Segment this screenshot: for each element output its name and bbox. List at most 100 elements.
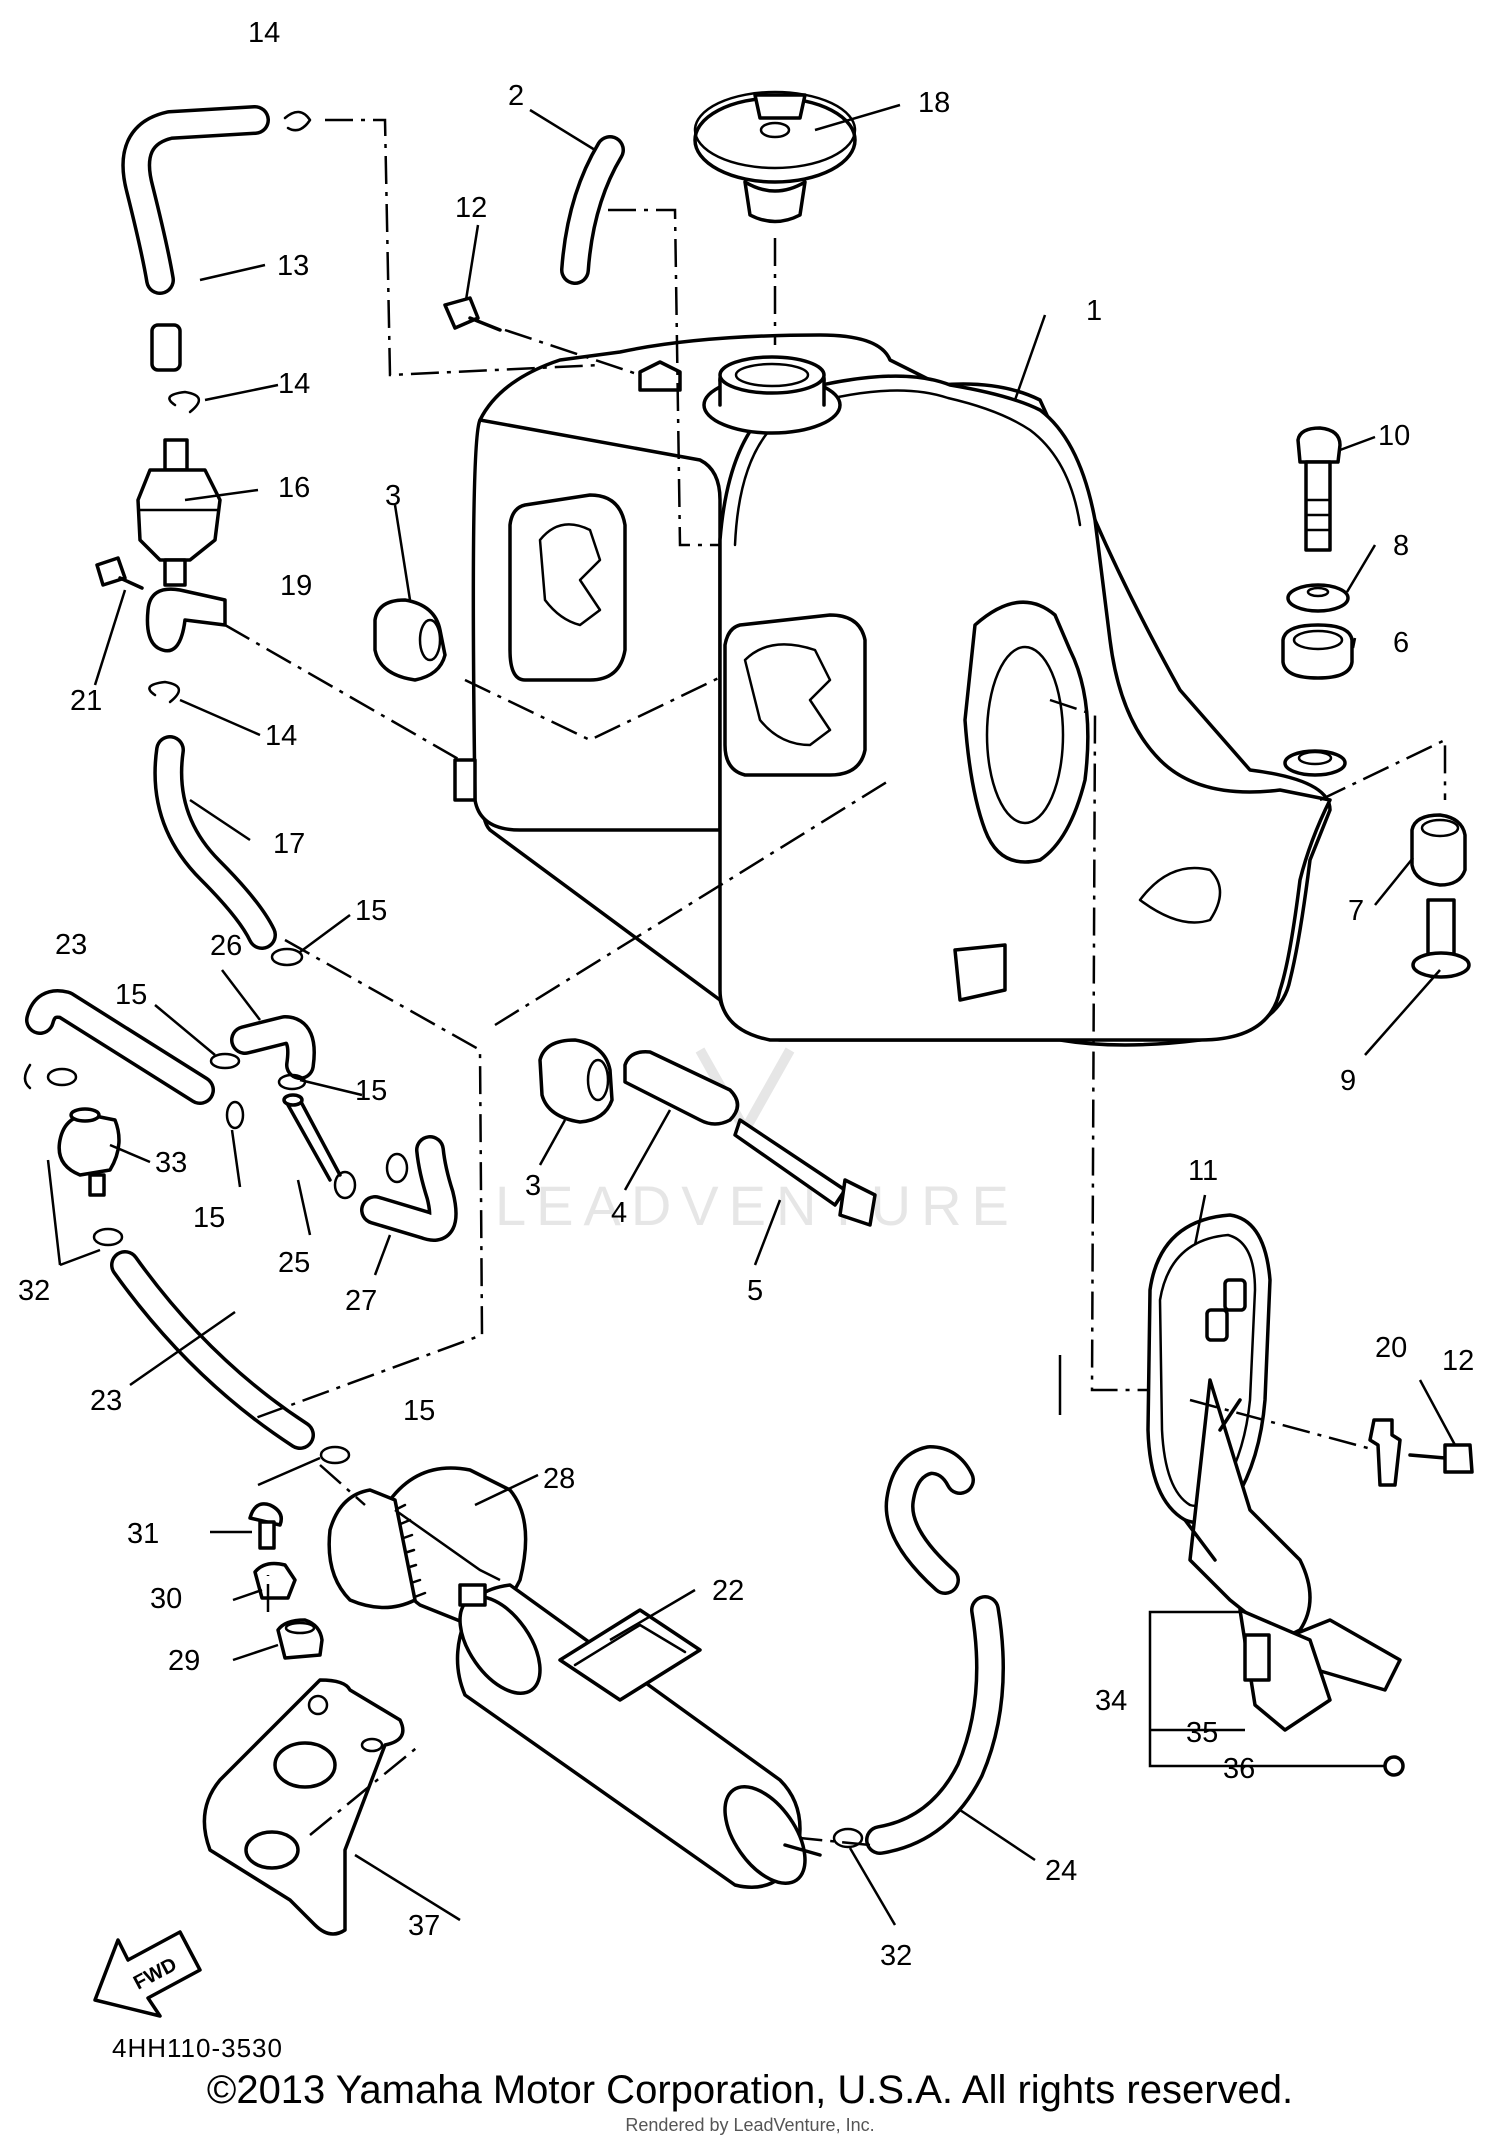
bolt-12-top	[443, 296, 502, 332]
callout-32-left: 32	[18, 1275, 50, 1307]
callout-29: 29	[168, 1645, 200, 1677]
watermark-text: LEADVENTURE	[495, 1174, 1019, 1237]
hose-23-upper	[25, 989, 215, 1105]
hose-24	[865, 1445, 1005, 1855]
callout-10: 10	[1378, 420, 1410, 452]
callout-16: 16	[278, 472, 310, 504]
callout-33: 33	[155, 1147, 187, 1179]
check-valve-33	[57, 1107, 121, 1197]
callout-24: 24	[1045, 1855, 1077, 1887]
float-arm-36	[1383, 1755, 1405, 1777]
hose-23-lower	[110, 1250, 315, 1450]
callout-22: 22	[712, 1575, 744, 1607]
fuel-filter	[136, 438, 222, 587]
hose-17	[153, 735, 277, 950]
callout-34: 34	[1095, 1685, 1127, 1717]
bolt-10	[1296, 426, 1342, 552]
callout-28: 28	[543, 1463, 575, 1495]
damper-7	[1410, 813, 1467, 887]
callout-9: 9	[1340, 1065, 1356, 1097]
clip-14-middle	[168, 390, 200, 414]
hose-23-end	[23, 1063, 32, 1090]
callout-1: 1	[1086, 295, 1102, 327]
bolt-21	[95, 556, 144, 590]
callout-30: 30	[150, 1583, 182, 1615]
bolt-31	[248, 1502, 283, 1550]
callout-2: 2	[508, 80, 524, 112]
callout-25: 25	[278, 1247, 310, 1279]
clip-15-g	[319, 1445, 351, 1465]
callout-5: 5	[747, 1275, 763, 1307]
callout-numbers: 1 2 3 3 4 5 6 7 8 9 10 11 12 12 13 14 14…	[18, 17, 1474, 1972]
callout-23-upper: 23	[55, 929, 87, 961]
callout-12-top: 12	[455, 192, 487, 224]
callout-6: 6	[1393, 627, 1409, 659]
callout-19: 19	[280, 570, 312, 602]
bracket-20	[1368, 1418, 1402, 1487]
callout-12-right: 12	[1442, 1345, 1474, 1377]
callout-18: 18	[918, 87, 950, 119]
clip-15-f	[270, 947, 304, 967]
clip-15-a	[209, 1052, 241, 1070]
clip-15-e	[333, 1170, 357, 1200]
clip-14-top	[283, 110, 312, 132]
fuel-sender-assy	[1146, 1213, 1402, 1732]
clip-14-lower	[148, 680, 180, 704]
damper-3-upper	[373, 598, 447, 682]
callout-15-e: 15	[403, 1395, 435, 1427]
filler-cap	[693, 90, 857, 224]
callout-8: 8	[1393, 530, 1409, 562]
hose-26	[230, 1015, 316, 1080]
callout-15-a: 15	[355, 895, 387, 927]
washer-8	[1286, 583, 1350, 613]
callout-27: 27	[345, 1285, 377, 1317]
bolt-5	[733, 1118, 877, 1227]
clip-32-left-a	[46, 1067, 78, 1087]
callout-21: 21	[70, 685, 102, 717]
callout-23-lower: 23	[90, 1385, 122, 1417]
collar-30	[253, 1561, 297, 1600]
fuel-tank	[453, 333, 1347, 1047]
callout-4: 4	[611, 1197, 627, 1229]
alignment-lines	[224, 118, 1447, 1847]
hose-13	[121, 105, 270, 295]
fwd-arrow-icon: FWD	[93, 1930, 202, 2018]
callout-14-lower: 14	[265, 720, 297, 752]
clamp-19	[145, 587, 227, 653]
clip-15-d	[385, 1152, 409, 1184]
hose-27	[360, 1135, 458, 1242]
clip-15-b	[225, 1100, 245, 1130]
callout-7: 7	[1348, 895, 1364, 927]
diagram-code: 4HH110-3530	[112, 2033, 283, 2063]
damper-6	[1281, 623, 1354, 680]
callout-leaders	[46, 103, 1457, 1926]
callout-11: 11	[1188, 1155, 1218, 1187]
callout-36: 36	[1223, 1753, 1255, 1785]
copyright-notice: ©2013 Yamaha Motor Corporation, U.S.A. A…	[206, 2068, 1294, 2112]
bolt-12-right	[1408, 1443, 1474, 1474]
callout-35: 35	[1186, 1717, 1218, 1749]
callout-20: 20	[1375, 1332, 1407, 1364]
bracket-37	[202, 1678, 405, 1936]
callout-17: 17	[273, 828, 305, 860]
collar-9	[1411, 898, 1471, 979]
collar-4	[623, 1050, 740, 1126]
damper-3-lower	[538, 1038, 614, 1124]
hose-2	[560, 135, 625, 285]
fuel-pump-22	[455, 1583, 822, 1889]
callout-31: 31	[127, 1518, 159, 1550]
clip-32-left-b	[92, 1227, 124, 1247]
callout-32-lower: 32	[880, 1940, 912, 1972]
joint-pipe	[150, 323, 182, 372]
pipe-25	[282, 1093, 342, 1182]
damper-28	[327, 1466, 528, 1627]
callout-14-middle: 14	[278, 368, 310, 400]
callout-26: 26	[210, 930, 242, 962]
callout-3-upper: 3	[385, 480, 401, 512]
damper-29	[276, 1618, 324, 1660]
callout-13: 13	[277, 250, 309, 282]
callout-14-top: 14	[248, 17, 280, 49]
clip-32-lower	[832, 1827, 864, 1849]
rendered-by-note: Rendered by LeadVenture, Inc.	[625, 2115, 875, 2135]
